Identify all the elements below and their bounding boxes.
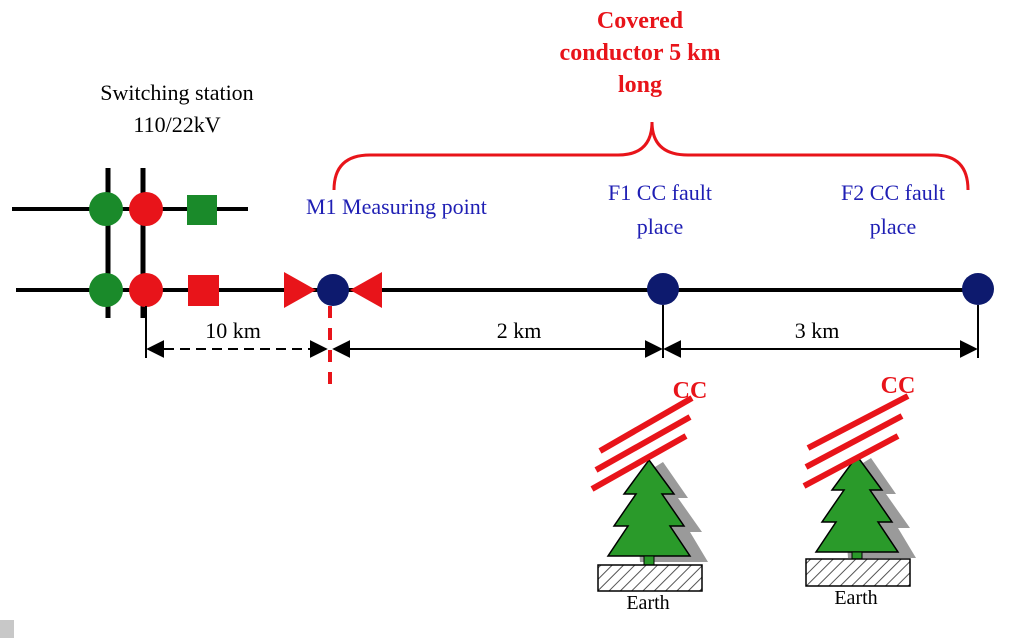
cc-conductor-2b <box>804 413 904 470</box>
covered-conductor-line3: long <box>618 72 662 98</box>
covered-conductor-line2: conductor 5 km <box>560 40 721 66</box>
cc-conductor-2a <box>806 393 910 451</box>
cc-conductor-2c <box>802 433 900 489</box>
upper-green-breaker <box>89 192 123 226</box>
f1-node <box>647 273 679 305</box>
upper-red-breaker <box>129 192 163 226</box>
corner-mark <box>0 620 14 638</box>
lower-red-switch <box>188 275 219 306</box>
station-title: Switching station <box>100 80 253 105</box>
distance-2km: 2 km <box>497 318 542 343</box>
earth-block-2 <box>805 558 911 587</box>
lower-green-breaker <box>89 273 123 307</box>
cc-label-1: CC <box>673 378 708 404</box>
distance-3km: 3 km <box>795 318 840 343</box>
cc-label-2: CC <box>881 373 916 399</box>
measuring-arrow-left <box>284 272 316 308</box>
cc-conductor-1c <box>590 433 688 492</box>
measuring-arrow-right <box>350 272 382 308</box>
m1-label: M1 Measuring point <box>306 194 487 219</box>
fault-site-2 <box>802 393 916 587</box>
covered-conductor-brace <box>332 121 970 191</box>
f2-node <box>962 273 994 305</box>
earth-label-2: Earth <box>834 587 877 609</box>
earth-block-1 <box>597 564 703 592</box>
cc-conductor-1b <box>594 414 692 473</box>
lower-red-breaker <box>129 273 163 307</box>
covered-conductor-line1: Covered <box>597 8 684 34</box>
f2-label-line2: place <box>870 214 916 239</box>
m1-node <box>317 274 349 306</box>
earth-label-1: Earth <box>626 592 669 614</box>
upper-green-switch <box>187 195 217 225</box>
distance-10km: 10 km <box>205 318 261 343</box>
f2-label-line1: F2 CC fault <box>841 180 945 205</box>
fault-site-1 <box>590 395 708 592</box>
f1-label-line1: F1 CC fault <box>608 180 712 205</box>
cc-conductor-1a <box>598 395 694 454</box>
f1-label-line2: place <box>637 214 683 239</box>
station-rating: 110/22kV <box>133 112 220 137</box>
